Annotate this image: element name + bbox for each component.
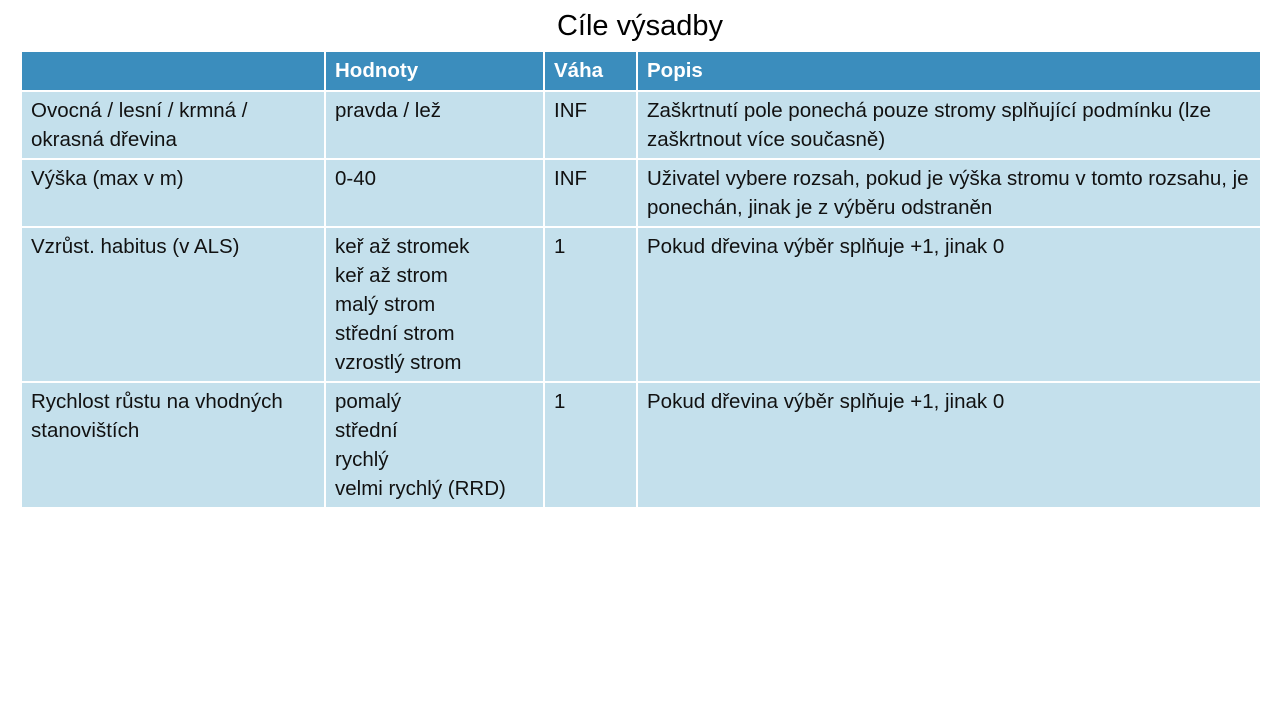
weight-cell: INF [543, 90, 638, 160]
header-criterion [20, 50, 326, 92]
values-cell: pravda / lež [324, 90, 545, 160]
weight-cell: 1 [543, 226, 638, 383]
value-item: keř až strom [335, 264, 448, 287]
table-row: Rychlost růstu na vhodných stanovištích … [20, 381, 1262, 509]
values-cell: keř až stromek keř až strom malý strom s… [324, 226, 545, 383]
table-row: Vzrůst. habitus (v ALS) keř až stromek k… [20, 226, 1262, 383]
value-item: pomalý [335, 390, 402, 413]
slide-title: Cíle výsadby [556, 10, 723, 42]
weight-cell: INF [543, 158, 638, 228]
values-cell: 0-40 [324, 158, 545, 228]
table-row: Výška (max v m) 0-40 INF Uživatel vybere… [20, 158, 1262, 228]
criterion-cell: Ovocná / lesní / krmná / okrasná dřevina [20, 90, 326, 160]
value-item: střední [335, 419, 398, 442]
criterion-cell: Rychlost růstu na vhodných stanovištích [20, 381, 326, 509]
weight-cell: 1 [543, 381, 638, 509]
description-cell: Pokud dřevina výběr splňuje +1, jinak 0 [636, 381, 1262, 509]
header-weight: Váha [543, 50, 638, 92]
value-item: velmi rychlý (RRD) [335, 477, 506, 500]
value-item: vzrostlý strom [335, 351, 462, 374]
description-cell: Zaškrtnutí pole ponechá pouze stromy spl… [636, 90, 1262, 160]
header-values: Hodnoty [324, 50, 545, 92]
description-cell: Pokud dřevina výběr splňuje +1, jinak 0 [636, 226, 1262, 383]
value-item: pravda / lež [335, 99, 441, 122]
description-cell: Uživatel vybere rozsah, pokud je výška s… [636, 158, 1262, 228]
header-description: Popis [636, 50, 1262, 92]
value-item: malý strom [335, 293, 436, 316]
value-item: keř až stromek [335, 235, 470, 258]
table-header-row: Hodnoty Váha Popis [20, 50, 1262, 92]
criterion-cell: Výška (max v m) [20, 158, 326, 228]
goals-table: Hodnoty Váha Popis Ovocná / lesní / krmn… [20, 50, 1262, 509]
value-item: rychlý [335, 448, 389, 471]
value-item: střední strom [335, 322, 455, 345]
value-item: 0-40 [335, 167, 377, 190]
table-row: Ovocná / lesní / krmná / okrasná dřevina… [20, 90, 1262, 160]
criterion-cell: Vzrůst. habitus (v ALS) [20, 226, 326, 383]
values-cell: pomalý střední rychlý velmi rychlý (RRD) [324, 381, 545, 509]
